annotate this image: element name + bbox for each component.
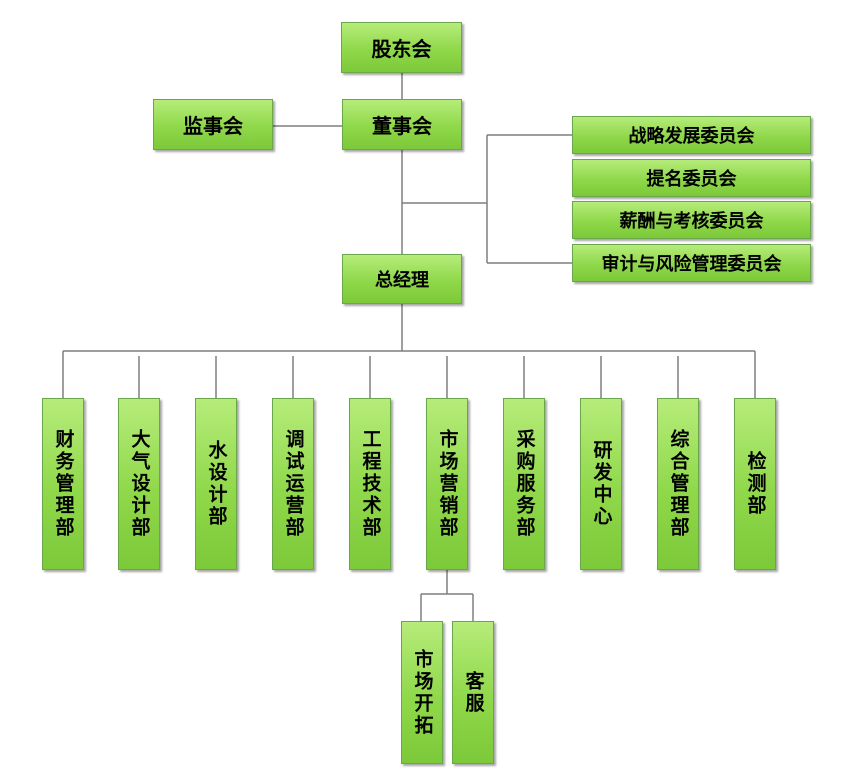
dept-admin-node: 综合管理部: [657, 398, 699, 570]
shareholders-node: 股东会: [341, 22, 462, 73]
dept-commissioning-node: 调试运营部: [272, 398, 314, 570]
committee-audit-risk-node: 审计与风险管理委员会: [572, 244, 811, 282]
dept-water-design-node: 水设计部: [195, 398, 237, 570]
dept-finance-node: 财务管理部: [42, 398, 84, 570]
subdept-customer-service-node: 客服: [452, 621, 494, 764]
supervisors-node: 监事会: [153, 99, 273, 150]
dept-procurement-node: 采购服务部: [503, 398, 545, 570]
committee-nomination-node: 提名委员会: [572, 159, 811, 197]
committee-compensation-node: 薪酬与考核委员会: [572, 201, 811, 239]
committee-strategy-node: 战略发展委员会: [572, 116, 811, 154]
dept-marketing-node: 市场营销部: [426, 398, 468, 570]
general-manager-node: 总经理: [342, 254, 462, 304]
dept-rnd-node: 研发中心: [580, 398, 622, 570]
subdept-market-expansion-node: 市场开拓: [401, 621, 443, 764]
dept-air-design-node: 大气设计部: [118, 398, 160, 570]
board-node: 董事会: [342, 99, 462, 150]
dept-testing-node: 检测部: [734, 398, 776, 570]
dept-engineering-node: 工程技术部: [349, 398, 391, 570]
